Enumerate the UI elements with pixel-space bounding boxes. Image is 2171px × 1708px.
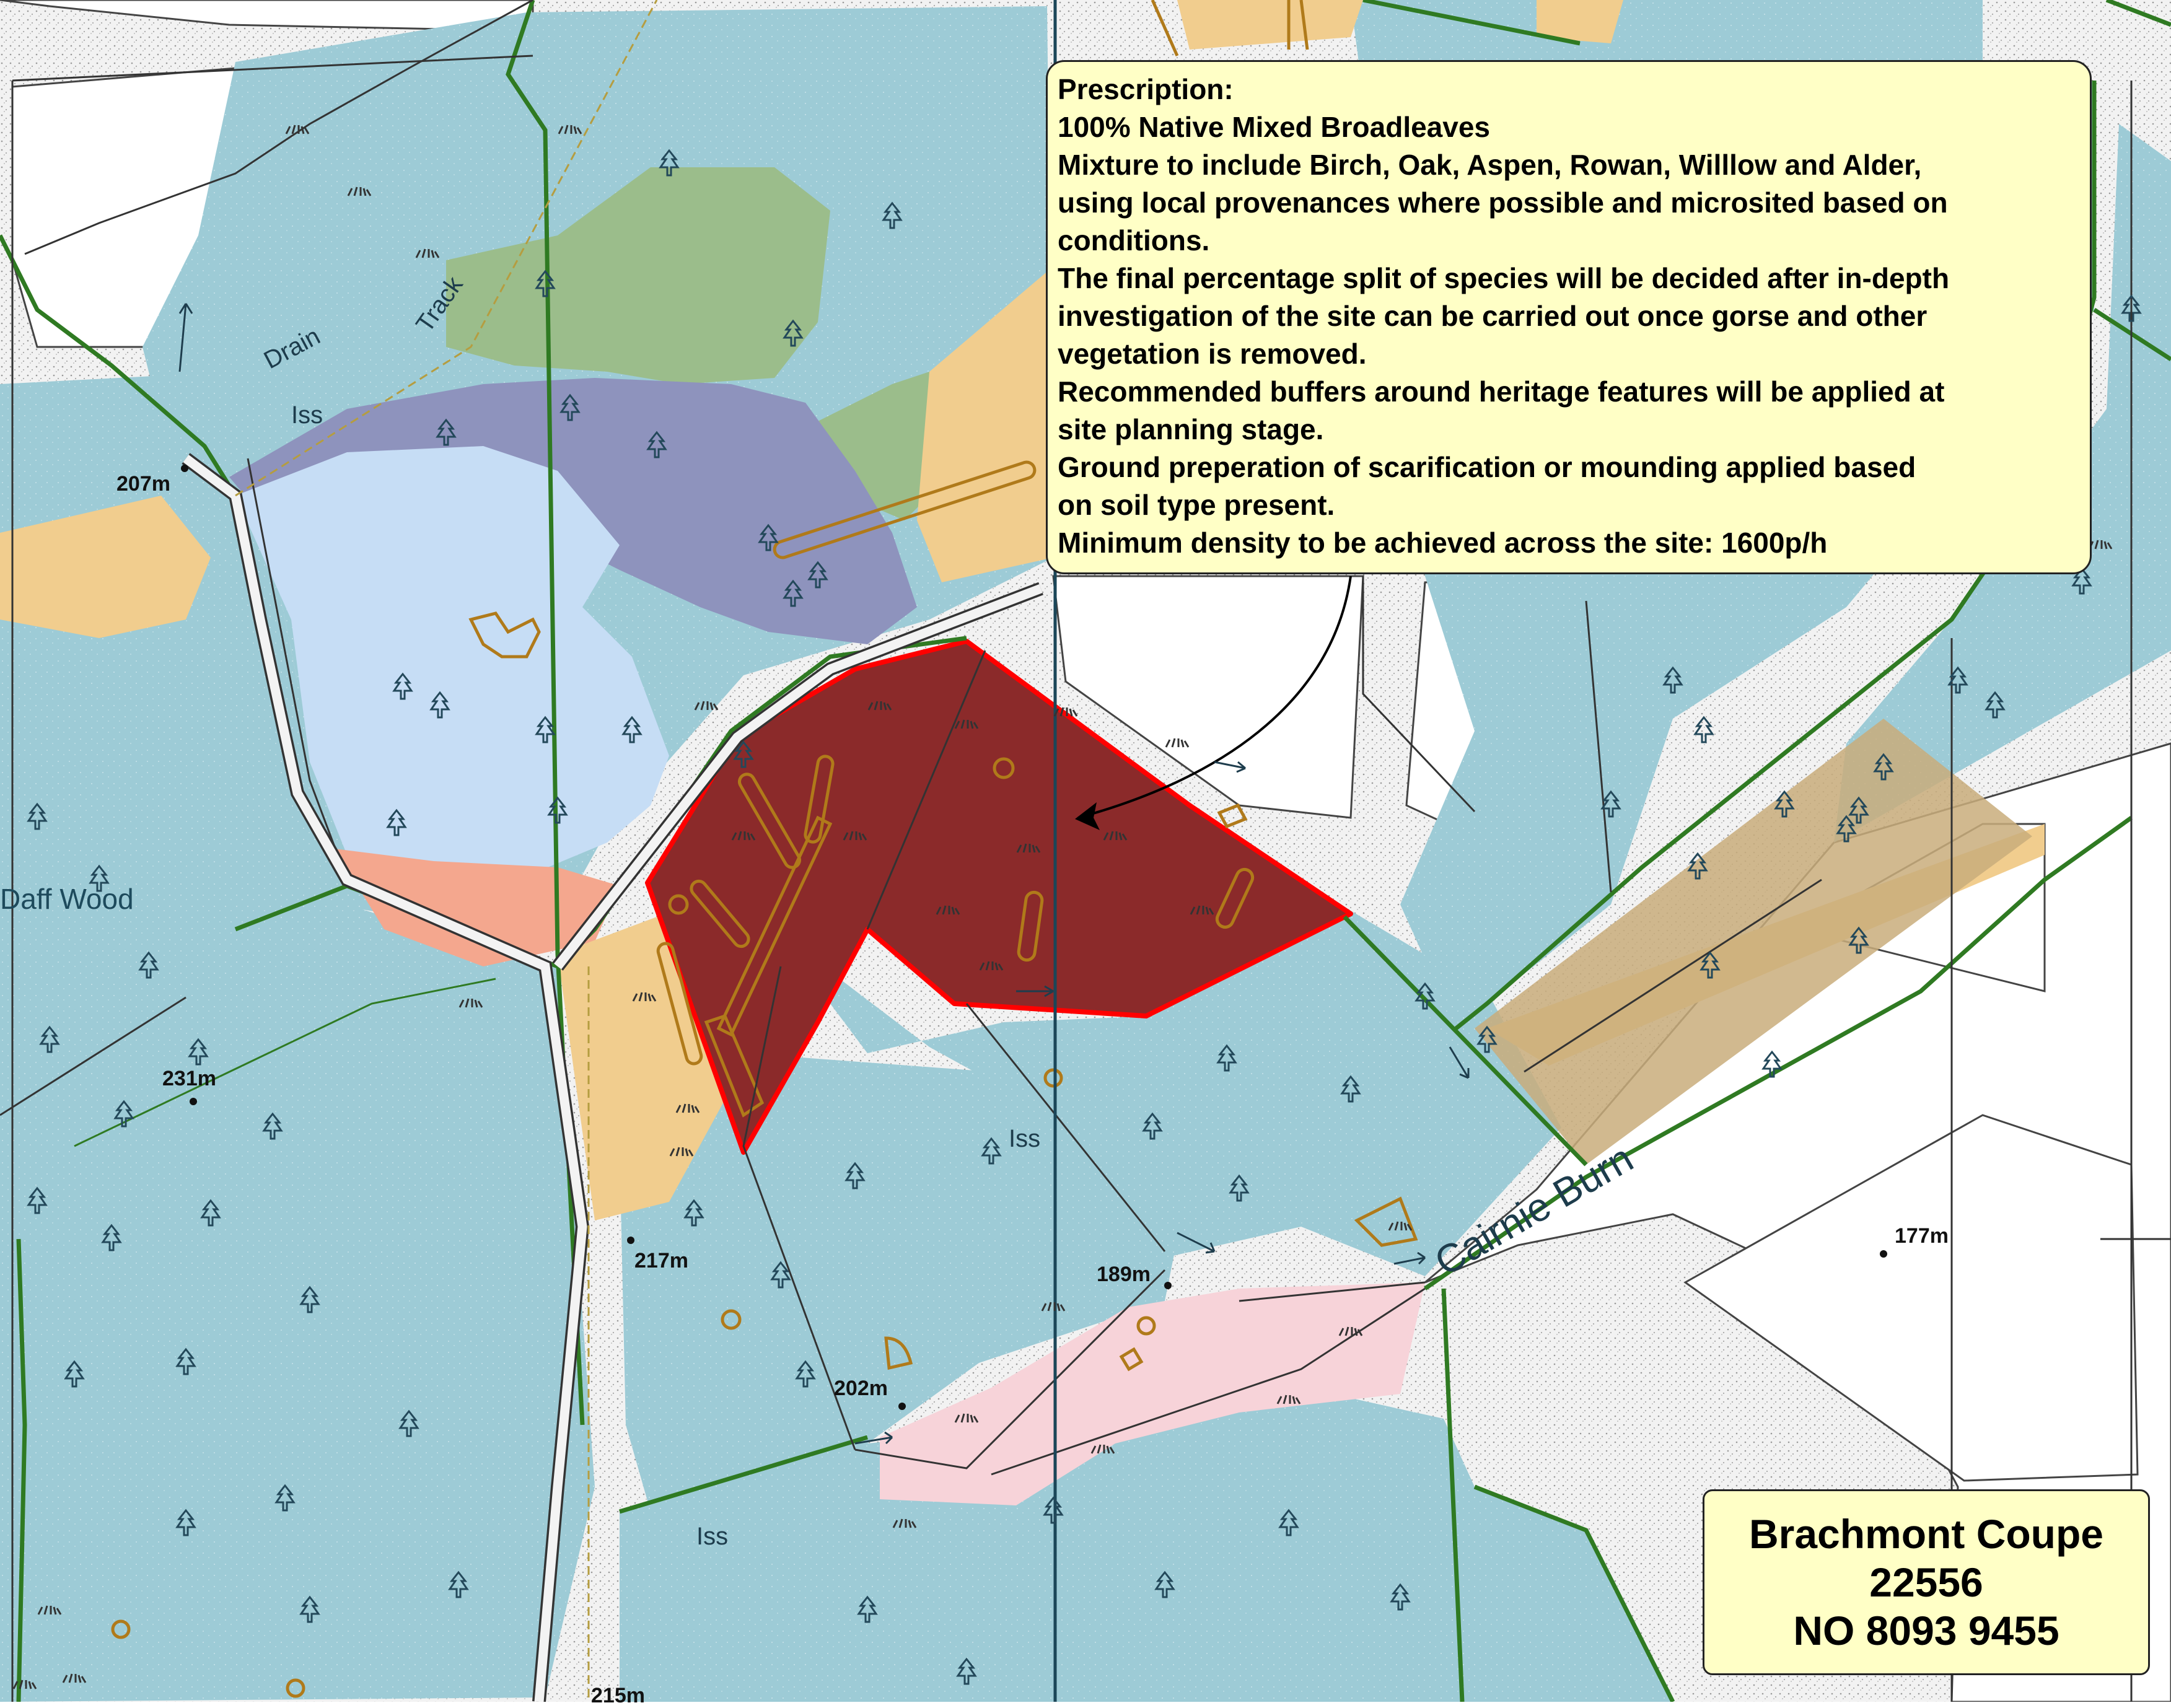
prescription-line: investigation of the site can be carried… bbox=[1058, 300, 1928, 332]
coupe-polygon[interactable] bbox=[645, 639, 1353, 1155]
prescription-line: on soil type present. bbox=[1058, 489, 1335, 521]
height-label-231: 231m bbox=[162, 1067, 216, 1090]
roads bbox=[24, 0, 1043, 1702]
prescription-line: conditions. bbox=[1058, 224, 1210, 256]
height-label-215: 215m bbox=[591, 1684, 645, 1707]
green-zone bbox=[446, 167, 830, 384]
prescription-line: Ground preperation of scarification or m… bbox=[1058, 451, 1916, 483]
height-label-177: 177m bbox=[1895, 1224, 1949, 1248]
height-label-189: 189m bbox=[1097, 1263, 1151, 1286]
place-label-daff-wood: Daff Wood bbox=[0, 883, 134, 915]
heritage-features bbox=[111, 0, 1418, 1698]
coupe-id: 22556 bbox=[1869, 1559, 1983, 1605]
prescription-callout: Prescription: 100% Native Mixed Broadlea… bbox=[1046, 60, 2092, 574]
prescription-line: 100% Native Mixed Broadleaves bbox=[1058, 111, 1491, 143]
parcel-lines bbox=[0, 55, 2171, 1702]
prescription-line: site planning stage. bbox=[1058, 413, 1324, 445]
iss-label-1: Iss bbox=[291, 401, 323, 429]
callout-arrowhead bbox=[1075, 802, 1100, 830]
height-label-202: 202m bbox=[834, 1377, 888, 1400]
iss-label-2: Iss bbox=[1009, 1125, 1041, 1152]
tan-compartment bbox=[1475, 719, 2032, 1165]
flow-arrows bbox=[178, 303, 1470, 1445]
light-blue-zone bbox=[235, 446, 669, 880]
callout-arrow bbox=[1077, 576, 1352, 819]
coupe-info-box: Brachmont Coupe 22556 NO 8093 9455 bbox=[1703, 1489, 2150, 1675]
pink-zone bbox=[880, 1282, 1425, 1505]
prescription-line: using local provenances where possible a… bbox=[1058, 186, 1948, 219]
prescription-line: Mixture to include Birch, Oak, Aspen, Ro… bbox=[1058, 149, 1922, 181]
coupe-grid-ref: NO 8093 9455 bbox=[1793, 1608, 2059, 1653]
iss-label-3: Iss bbox=[696, 1523, 729, 1550]
prescription-line: Prescription: bbox=[1058, 73, 1234, 105]
coupe-name: Brachmont Coupe bbox=[1748, 1511, 2104, 1557]
salmon-zone bbox=[335, 849, 620, 966]
prescription-line: Minimum density to be achieved across th… bbox=[1058, 527, 1828, 559]
spot-height-dots bbox=[181, 465, 1887, 1410]
height-label-217: 217m bbox=[634, 1249, 688, 1272]
prescription-line: The final percentage split of species wi… bbox=[1058, 262, 1950, 294]
prescription-line: vegetation is removed. bbox=[1058, 338, 1367, 370]
height-label-207: 207m bbox=[116, 472, 170, 496]
prescription-line: Recommended buffers around heritage feat… bbox=[1058, 375, 1945, 408]
